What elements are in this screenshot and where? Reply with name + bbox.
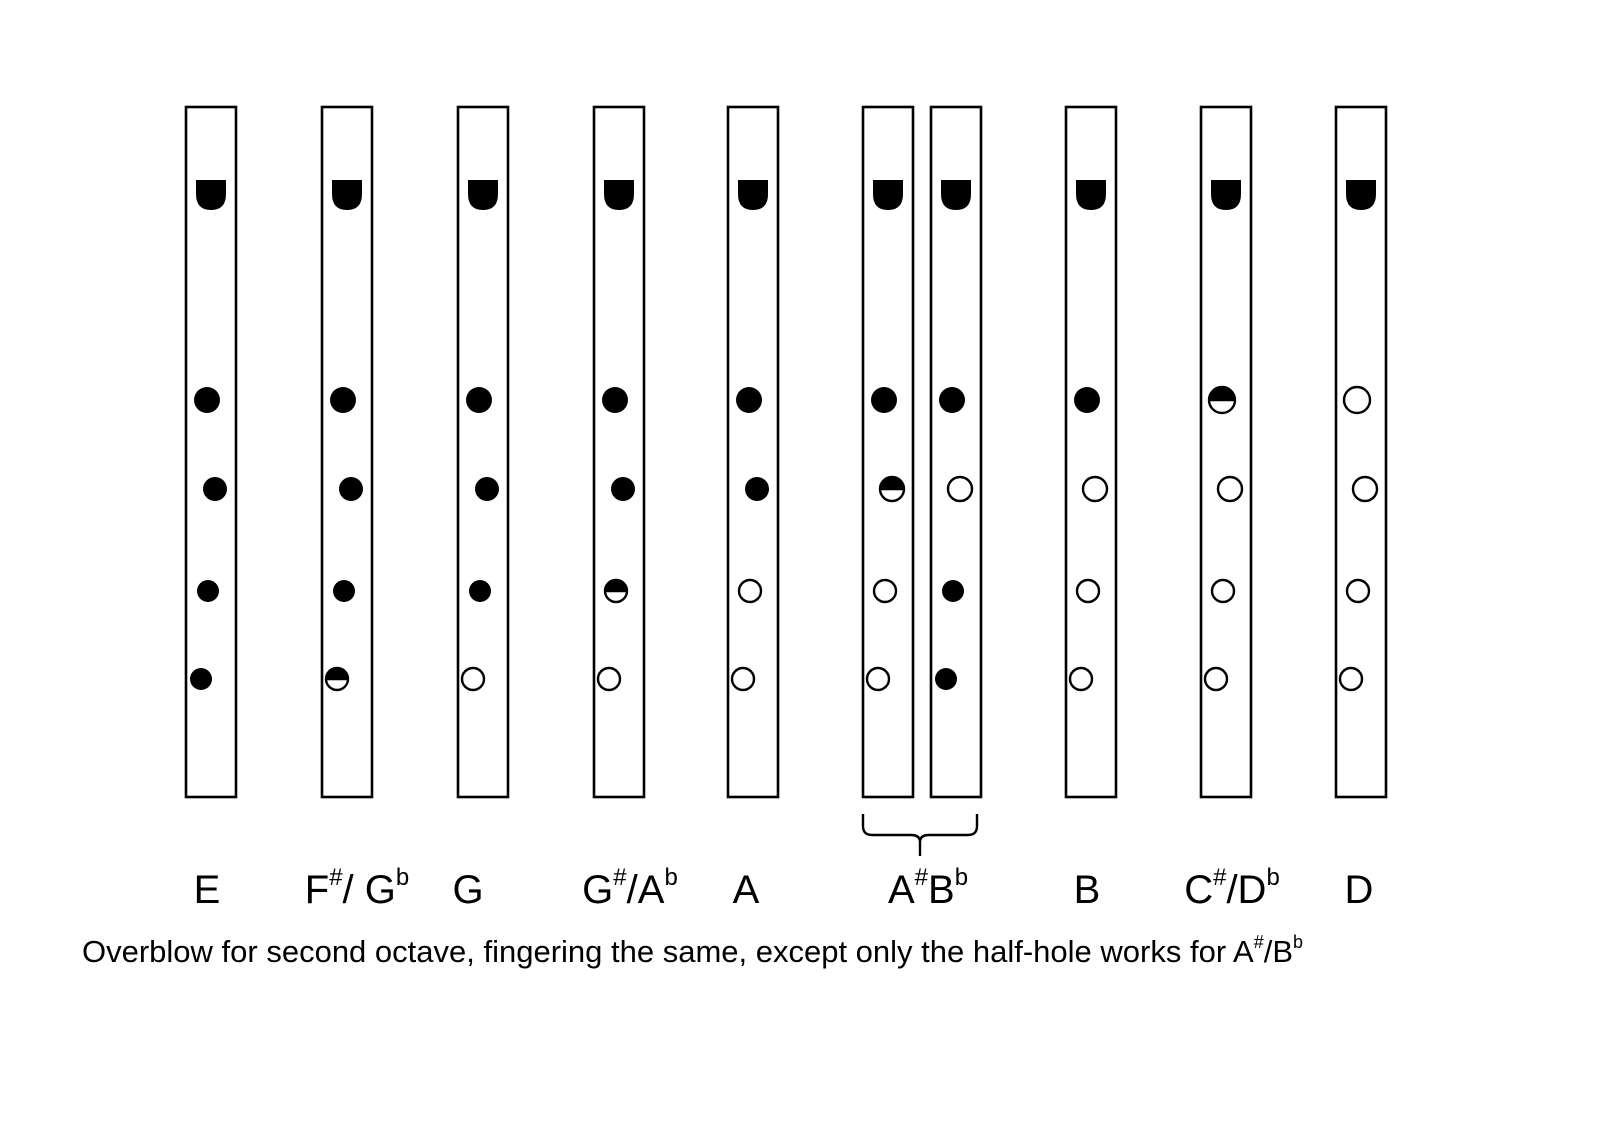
- whistle-body: [726, 105, 780, 799]
- open-hole: [872, 578, 898, 604]
- mouthpiece-window: [196, 180, 226, 210]
- mouthpiece-window: [1076, 180, 1106, 210]
- whistle-body: [1064, 105, 1118, 799]
- whistle-body: [929, 105, 983, 799]
- whistle: [1199, 105, 1253, 799]
- closed-hole: [203, 477, 227, 501]
- closed-hole: [475, 477, 499, 501]
- whistle: [1334, 105, 1388, 799]
- mouthpiece-window: [1211, 180, 1241, 210]
- open-hole: [596, 666, 622, 692]
- note-label-g: G: [452, 868, 484, 912]
- whistle: [726, 105, 780, 799]
- mouthpiece-window: [873, 180, 903, 210]
- open-hole: [1345, 578, 1371, 604]
- whistle: [592, 105, 646, 799]
- open-hole: [460, 666, 486, 692]
- closed-hole: [330, 387, 356, 413]
- open-hole: [730, 666, 756, 692]
- whistle-body: [184, 105, 238, 799]
- note-label-a: A: [732, 868, 760, 912]
- whistle: [320, 105, 374, 799]
- closed-hole: [871, 387, 897, 413]
- closed-hole: [1074, 387, 1100, 413]
- closed-hole: [197, 580, 219, 602]
- note-label-b: B: [1073, 868, 1101, 912]
- open-hole: [1338, 666, 1364, 692]
- mouthpiece-window: [332, 180, 362, 210]
- closed-hole: [190, 668, 212, 690]
- whistle: [929, 105, 983, 799]
- open-hole: [865, 666, 891, 692]
- open-hole: [1210, 578, 1236, 604]
- whistle: [456, 105, 510, 799]
- closed-hole: [339, 477, 363, 501]
- half-hole: [1207, 385, 1237, 415]
- closed-hole: [194, 387, 220, 413]
- half-hole: [878, 475, 906, 503]
- closed-hole: [611, 477, 635, 501]
- mouthpiece-window: [738, 180, 768, 210]
- whistle-body: [861, 105, 915, 799]
- open-hole: [1075, 578, 1101, 604]
- mouthpiece-window: [1346, 180, 1376, 210]
- whistle: [1064, 105, 1118, 799]
- closed-hole: [466, 387, 492, 413]
- caption: Overblow for second octave, fingering th…: [82, 932, 1304, 969]
- open-hole: [946, 475, 974, 503]
- mouthpiece-window: [468, 180, 498, 210]
- whistle: [184, 105, 238, 799]
- note-label-d: D: [1344, 868, 1374, 912]
- half-hole: [603, 578, 629, 604]
- open-hole: [1216, 475, 1244, 503]
- whistle-body: [1199, 105, 1253, 799]
- whistle-body: [592, 105, 646, 799]
- mouthpiece-window: [604, 180, 634, 210]
- closed-hole: [745, 477, 769, 501]
- half-hole: [324, 666, 350, 692]
- a-sharp-b-flat-brace: [861, 814, 979, 856]
- note-label-f-sharp-g-flat: F#/ Gb: [304, 864, 410, 913]
- open-hole: [1203, 666, 1229, 692]
- closed-hole: [469, 580, 491, 602]
- note-label-c-sharp-d-flat: C#/Db: [1184, 864, 1280, 913]
- closed-hole: [939, 387, 965, 413]
- closed-hole: [935, 668, 957, 690]
- whistle: [861, 105, 915, 799]
- note-label-e: E: [193, 868, 221, 912]
- open-hole: [1081, 475, 1109, 503]
- closed-hole: [602, 387, 628, 413]
- whistles-layer: [184, 105, 1388, 799]
- whistle-body: [1334, 105, 1388, 799]
- closed-hole: [736, 387, 762, 413]
- closed-hole: [333, 580, 355, 602]
- open-hole: [1342, 385, 1372, 415]
- note-label-a-sharp-b-flat: A#Bb: [887, 864, 969, 913]
- open-hole: [1351, 475, 1379, 503]
- mouthpiece-window: [941, 180, 971, 210]
- open-hole: [737, 578, 763, 604]
- whistle-body: [320, 105, 374, 799]
- note-label-g-sharp-a-flat: G#/Ab: [582, 864, 678, 913]
- whistle-body: [456, 105, 510, 799]
- open-hole: [1068, 666, 1094, 692]
- closed-hole: [942, 580, 964, 602]
